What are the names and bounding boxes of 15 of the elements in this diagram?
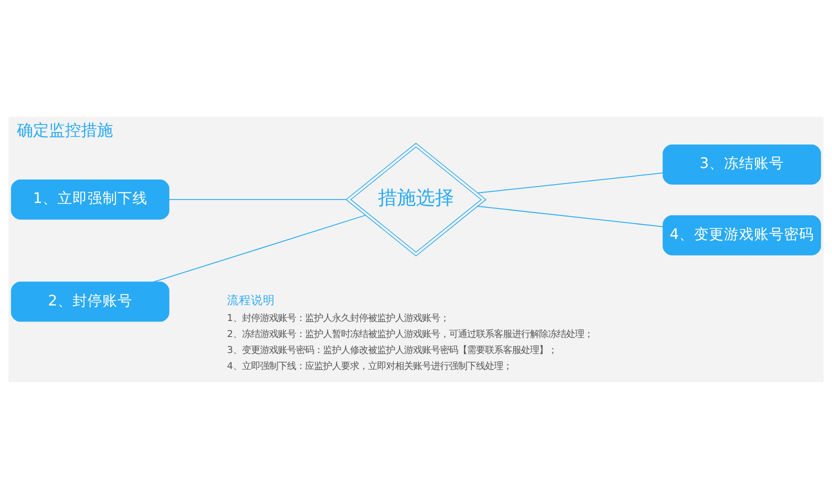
label: 1、封停游戏账号：监护人永久封停被监护人游戏账号；	[226, 312, 450, 324]
node-box: 1、立即强制下线	[11, 180, 170, 220]
label: 流程说明	[226, 292, 275, 307]
connector	[168, 199, 347, 200]
connector	[477, 172, 664, 194]
node-box: 3、冻结账号	[662, 144, 821, 185]
connector	[153, 214, 366, 282]
node-box: 2、封停账号	[11, 282, 170, 322]
diagram-title: 确定监控措施	[16, 120, 113, 140]
connector	[477, 206, 664, 228]
node-diamond: 措施选择	[346, 142, 486, 256]
label: 3、变更游戏账号密码：监护人修改被监护人游戏账号密码【需要联系客服处理】；	[226, 345, 558, 356]
label: 2、冻结游戏账号：监护人暂时冻结被监护人游戏账号，可通过联系客服进行解除冻结处理；	[226, 329, 594, 340]
label: 4、立即强制下线：应监护人要求，立即对相关账号进行强制下线处理；	[226, 361, 512, 372]
node-box: 4、变更游戏账号密码	[662, 215, 821, 256]
